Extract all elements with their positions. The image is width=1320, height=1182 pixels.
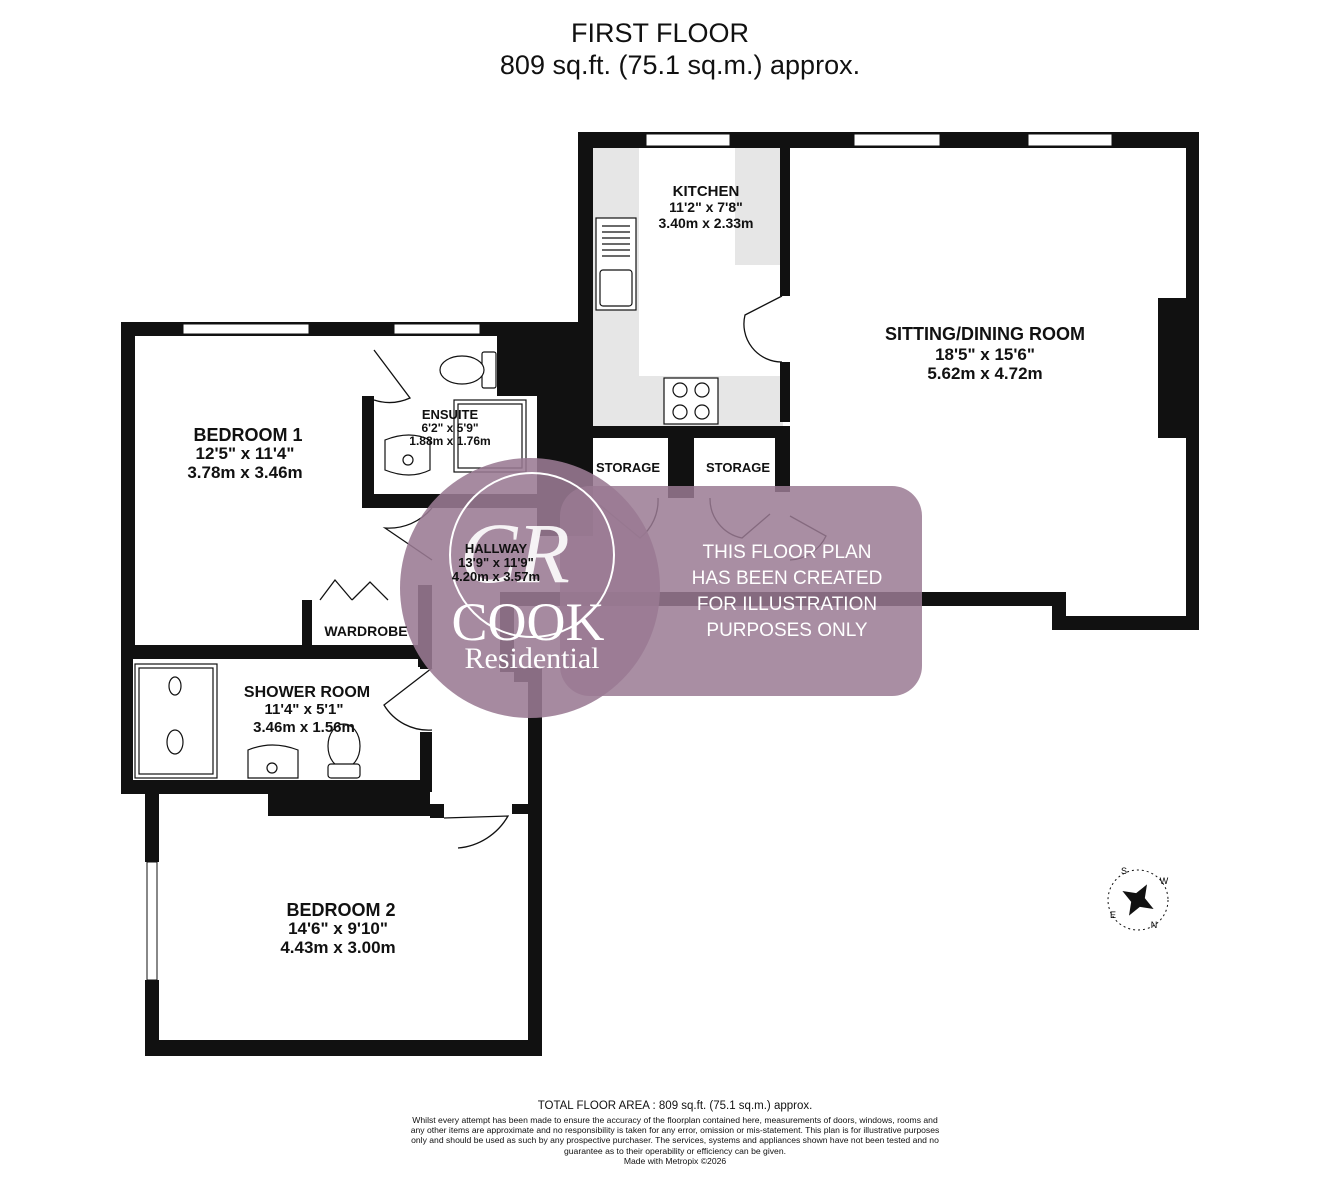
ensuite-name: ENSUITE xyxy=(422,407,479,422)
total-floor-area: TOTAL FLOOR AREA : 809 sq.ft. (75.1 sq.m… xyxy=(537,1100,813,1112)
made-with: Made with Metropix ©2026 xyxy=(623,1155,727,1166)
notice-line-3: FOR ILLUSTRATION xyxy=(697,594,877,615)
bedroom1-metric: 3.78m x 3.46m xyxy=(187,463,302,482)
sitting-name: SITTING/DINING ROOM xyxy=(885,324,1085,344)
windows xyxy=(146,133,1113,981)
sitting-metric: 5.62m x 4.72m xyxy=(927,364,1042,383)
compass-icon: S W N E xyxy=(1107,866,1169,931)
notice-line-2: HAS BEEN CREATED xyxy=(692,568,883,589)
storage2-name: STORAGE xyxy=(706,460,770,475)
room-labels: KITCHEN 11'2" x 7'8" 3.40m x 2.33m SITTI… xyxy=(187,183,1085,957)
bedroom2-metric: 4.43m x 3.00m xyxy=(280,938,395,957)
bedroom2-imperial: 14'6" x 9'10" xyxy=(288,919,388,938)
watermark-brand: COOK xyxy=(451,592,604,652)
watermark: CR COOK Residential THIS FLOOR PLAN HAS … xyxy=(400,458,922,718)
notice-line-4: PURPOSES ONLY xyxy=(706,620,868,641)
compass-e: E xyxy=(1110,910,1116,920)
watermark-circle xyxy=(400,458,660,718)
watermark-brand-sub: Residential xyxy=(465,642,600,675)
wardrobe-name: WARDROBE xyxy=(324,623,407,639)
floor-area: 809 sq.ft. (75.1 sq.m.) approx. xyxy=(499,50,861,80)
floor-title: FIRST FLOOR xyxy=(570,18,750,48)
shower-metric: 3.46m x 1.56m xyxy=(253,719,355,736)
storage1-name: STORAGE xyxy=(596,460,660,475)
disclaimer: Whilst every attempt has been made to en… xyxy=(410,1115,940,1156)
shower-room-fixtures xyxy=(134,663,361,779)
hob xyxy=(663,377,719,425)
ensuite-fixtures xyxy=(384,351,527,476)
hallway-imperial: 13'9" x 11'9" xyxy=(458,555,534,570)
hallway-metric: 4.20m x 3.57m xyxy=(452,569,540,584)
hallway-name: HALLWAY xyxy=(465,541,528,556)
kitchen-name: KITCHEN xyxy=(673,183,740,200)
kitchen-imperial: 11'2" x 7'8" xyxy=(669,199,743,215)
watermark-banner xyxy=(560,486,922,696)
ensuite-metric: 1.88m x 1.76m xyxy=(409,434,490,448)
shower-name: SHOWER ROOM xyxy=(244,684,370,701)
bedroom1-name: BEDROOM 1 xyxy=(193,425,302,445)
sitting-imperial: 18'5" x 15'6" xyxy=(935,345,1035,364)
shower-imperial: 11'4" x 5'1" xyxy=(265,701,344,718)
ensuite-imperial: 6'2" x 5'9" xyxy=(421,421,478,435)
watermark-monogram: CR xyxy=(460,505,570,601)
kitchen-metric: 3.40m x 2.33m xyxy=(659,215,754,231)
footer: TOTAL FLOOR AREA : 809 sq.ft. (75.1 sq.m… xyxy=(410,1100,940,1166)
notice-line-1: THIS FLOOR PLAN xyxy=(703,542,872,563)
bedroom1-imperial: 12'5" x 11'4" xyxy=(196,444,295,463)
compass-n: N xyxy=(1151,920,1158,930)
compass-w: W xyxy=(1160,876,1169,886)
sink-unit xyxy=(595,217,637,311)
compass-s: S xyxy=(1121,866,1127,876)
bedroom2-name: BEDROOM 2 xyxy=(286,900,395,920)
